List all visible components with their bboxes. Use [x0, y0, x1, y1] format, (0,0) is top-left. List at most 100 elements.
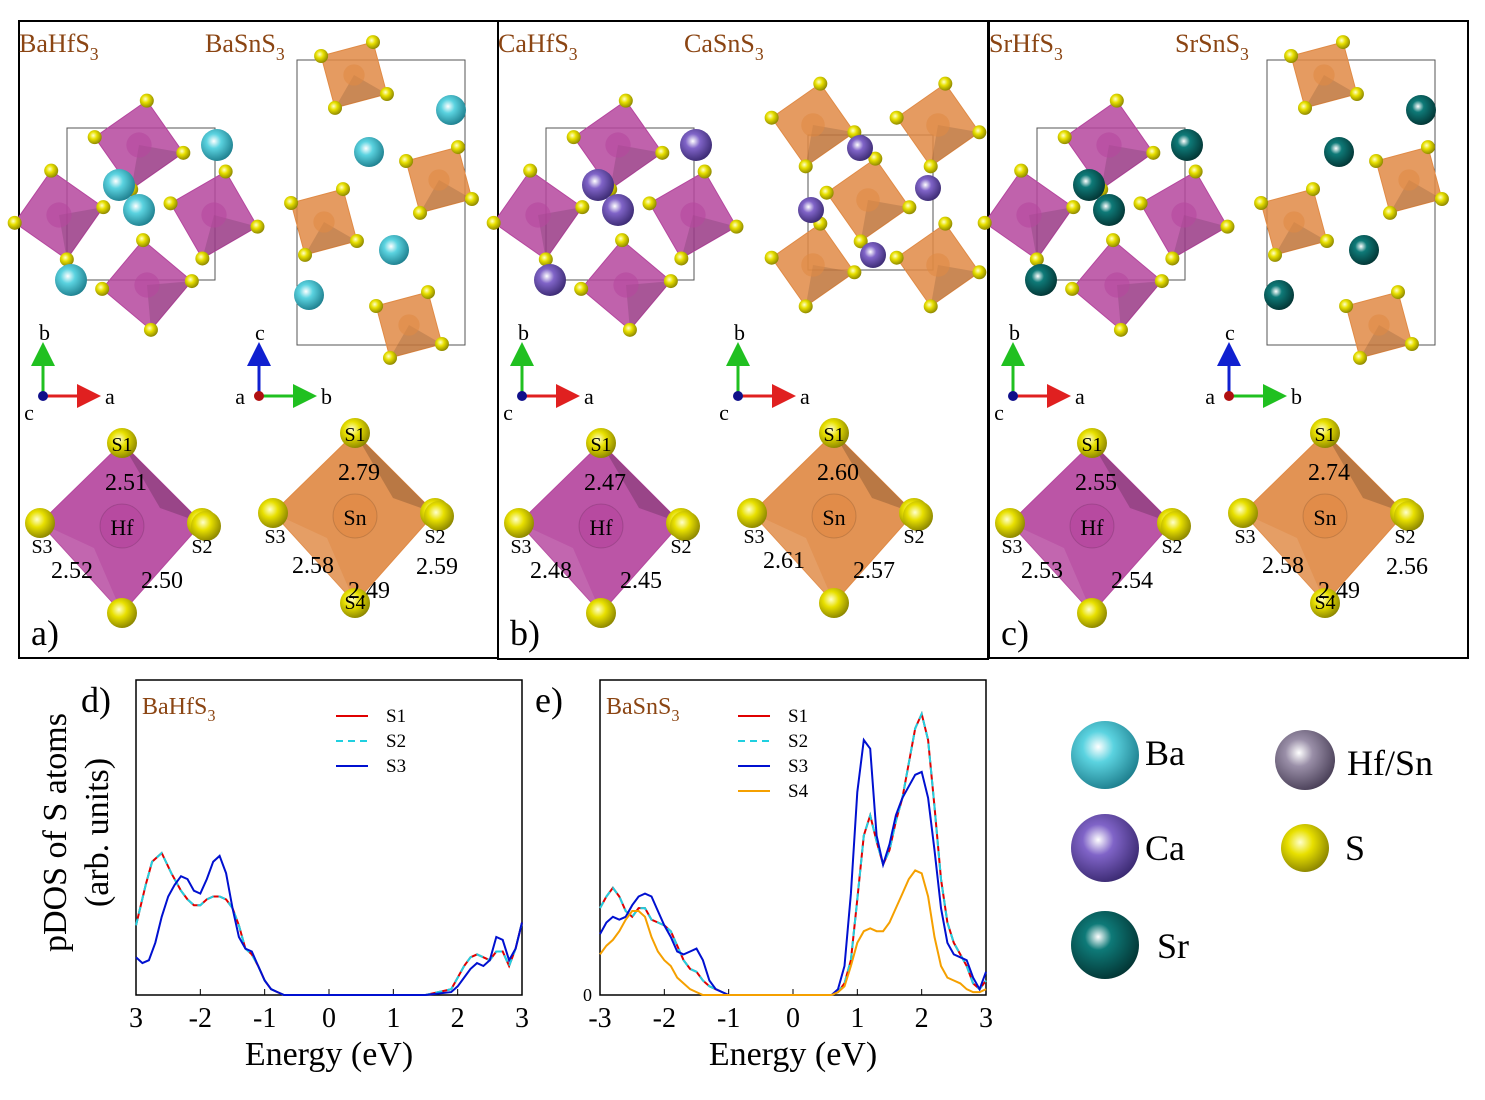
- sn-octahedron: [764, 76, 862, 174]
- legend-label: S3: [386, 756, 406, 777]
- series-line-s2: [599, 710, 987, 996]
- hf-octahedron: [1065, 233, 1169, 337]
- hf-octahedron: [486, 163, 590, 267]
- axes-right: bac: [719, 320, 810, 425]
- s-atom: [107, 428, 137, 458]
- atom-legend-item-s: S: [1281, 824, 1365, 872]
- series-line-s2: [135, 851, 523, 996]
- s-atom: [995, 508, 1025, 538]
- s-atom: [184, 274, 199, 289]
- x-tick-label: 1: [850, 1003, 864, 1034]
- s-atom: [1077, 428, 1107, 458]
- bond-length-s4: 2.49: [1318, 578, 1360, 604]
- ca-atom: [798, 197, 824, 223]
- s-atom: [1106, 233, 1121, 248]
- ba-atom: [354, 137, 384, 167]
- s1-label: S1: [111, 434, 132, 456]
- sr-atom: [1073, 169, 1105, 201]
- sn-structure: [284, 35, 479, 365]
- ba-atom: [55, 264, 87, 296]
- s-atom: [1284, 49, 1299, 63]
- s-atom: [59, 252, 74, 267]
- sr-atom: [1406, 95, 1436, 125]
- s-atom: [819, 185, 834, 200]
- s-atom: [464, 192, 479, 206]
- s3-label: S3: [31, 536, 52, 558]
- atom-swatch: [1275, 730, 1335, 790]
- axis-right-label: a: [1075, 384, 1085, 409]
- axis-up-label: c: [255, 320, 265, 345]
- bond-length-s2: 2.54: [1111, 568, 1153, 594]
- s2-label: S2: [424, 526, 445, 548]
- s-atom: [1165, 251, 1180, 266]
- s4-label: S4: [1314, 592, 1335, 614]
- s-atom: [195, 251, 210, 266]
- s-atom: [1369, 154, 1384, 168]
- sn-structure: [1254, 35, 1449, 365]
- panel-c-tag: c): [1001, 613, 1029, 653]
- axis-right-label: a: [584, 384, 594, 409]
- x-tick-label: -2: [189, 1003, 212, 1034]
- s-atom: [434, 337, 449, 351]
- s-atom: [424, 501, 454, 531]
- sr-atom: [1349, 235, 1379, 265]
- s-atom: [1109, 93, 1124, 108]
- ca-atom: [847, 135, 873, 161]
- axis-origin: [1224, 391, 1234, 401]
- hf-structure: [486, 93, 744, 337]
- center-atom-label: Sn: [343, 505, 366, 530]
- s-atom: [136, 233, 151, 248]
- s-atom: [764, 250, 779, 265]
- axis-origin: [1008, 391, 1018, 401]
- s-atom: [1310, 588, 1340, 618]
- s1-label: S1: [344, 424, 365, 446]
- s-atom: [1336, 35, 1350, 50]
- atom-legend-item-ba: Ba: [1071, 721, 1185, 789]
- panel-c-right-title: SrSnS3: [1175, 29, 1249, 64]
- s-atom: [1065, 281, 1080, 296]
- axis-right-label: b: [321, 384, 332, 409]
- s-atom: [670, 511, 700, 541]
- x-tick-label: 0: [322, 1003, 336, 1034]
- s-atom: [399, 154, 414, 168]
- s-atom: [7, 215, 22, 230]
- sr-atom: [1324, 137, 1354, 167]
- s-atom: [615, 233, 630, 248]
- panel-a-left-title: BaHfS3: [19, 29, 99, 64]
- axis-origin-label: a: [1205, 384, 1215, 409]
- ca-atom: [534, 264, 566, 296]
- x-tick-label: -1: [253, 1003, 276, 1034]
- s-atom: [1077, 598, 1107, 628]
- atom-swatch: [1071, 911, 1139, 979]
- bond-length-s3: 2.52: [51, 558, 93, 584]
- bond-length-s1: 2.51: [105, 470, 147, 496]
- sn-octahedron: [1284, 35, 1364, 115]
- sn-octahedron: [314, 35, 394, 115]
- s4-label: S4: [344, 592, 365, 614]
- s-atom: [314, 49, 329, 63]
- atom-swatch: [1281, 824, 1329, 872]
- s-atom: [486, 215, 501, 230]
- bond-length-s4: 2.49: [348, 578, 390, 604]
- s-atom: [1254, 196, 1269, 210]
- s3-label: S3: [1001, 536, 1022, 558]
- x-axis-label: Energy (eV): [245, 1036, 413, 1073]
- s-atom: [218, 164, 233, 179]
- bond-length-s3: 2.58: [1262, 553, 1304, 579]
- s-atom: [575, 200, 590, 215]
- bond-length-s2: 2.57: [853, 558, 895, 584]
- s-atom: [697, 164, 712, 179]
- s-atom: [903, 501, 933, 531]
- s-atom: [972, 125, 987, 140]
- s-atom: [176, 145, 191, 160]
- series-line-s3: [599, 737, 987, 996]
- atom-legend-item-ca: Ca: [1071, 814, 1185, 882]
- x-tick-label: -2: [653, 1003, 676, 1034]
- panel-b-left-title: CaHfS3: [498, 29, 578, 64]
- s-atom: [853, 234, 868, 249]
- ca-atom: [860, 242, 886, 268]
- s2-label: S2: [1161, 536, 1182, 558]
